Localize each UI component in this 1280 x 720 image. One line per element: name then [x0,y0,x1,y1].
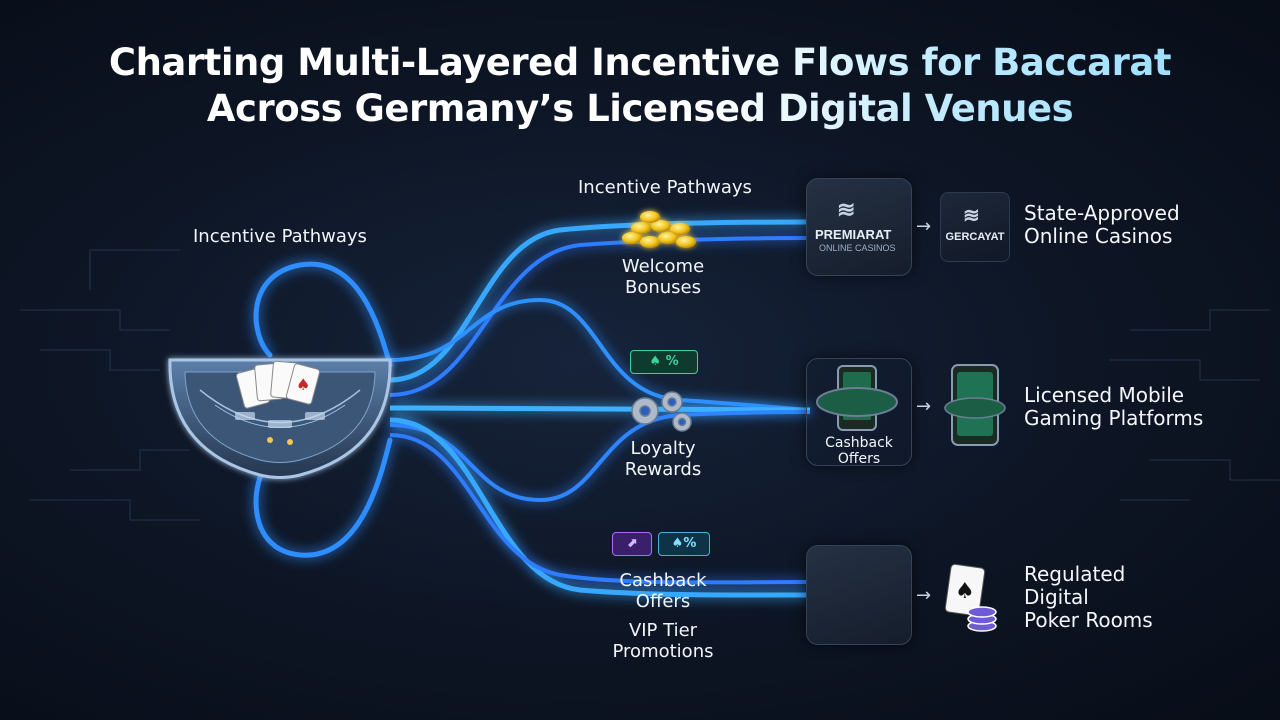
flow-path-cross-down [389,297,811,412]
diagram-title: Charting Multi-Layered Incentive Flows f… [0,40,1280,132]
cashback-offers-label: Cashback Offers [619,570,707,612]
mobile-tablet-icon [816,365,898,431]
arrow-up-icon: ⬈ [626,536,638,551]
gercayat-brand: GERCAYAT [945,231,1005,243]
pathways-header: Incentive Pathways [578,177,752,198]
poker-room-card [806,545,912,645]
flow-path-to-loyalty [389,405,811,413]
poker-chips-icon: ♠ [944,563,997,632]
premiarat-brand: PREMIARAT [815,227,892,242]
flow-path-to-cashback [389,417,811,598]
upgrade-badge: ⬈ [612,532,652,556]
flow-lines [253,219,811,598]
percent-badge-text: % [665,354,679,369]
destination-mobile-platforms: Licensed Mobile Gaming Platforms [1024,383,1204,430]
playing-cards-icon: ♠ [235,360,321,409]
flow-path-lower-loop [253,437,393,558]
cashback-badge: ♠% [658,532,710,556]
arrow-mobile: → [916,396,932,417]
gercayat-logo-card: ≋ GERCAYAT [940,192,1010,262]
loyalty-badge: ♠ % [630,350,698,374]
arrow-casinos: → [916,216,932,237]
flow-path-cross-up [389,410,811,503]
gercayat-logo-icon: ≋ [963,205,980,227]
circuit-decoration-right [1110,309,1280,501]
circuit-decoration-left [20,249,200,521]
percent-badge-text-2: % [683,536,697,551]
flow-path-to-welcome-2 [389,236,811,397]
gold-coins-icon [622,211,696,248]
title-line-2: Across Germany’s Licensed Digital Venues [0,86,1280,132]
svg-text:♠: ♠ [296,375,310,394]
svg-text:♠: ♠ [955,579,975,604]
mobile-phone-icon [944,364,1006,446]
loyalty-rewards-label: Loyalty Rewards [624,438,702,480]
arrow-poker: → [916,585,932,606]
title-line-1: Charting Multi-Layered Incentive Flows f… [0,40,1280,86]
destination-poker-rooms: Regulated Digital Poker Rooms [1024,562,1153,632]
mobile-platform-card: Cashback Offers [806,358,912,467]
premiarat-sub: ONLINE CASINOS [819,243,896,253]
spade-icon-2: ♠ [671,536,684,551]
premiarat-casino-card: ≋ PREMIARAT ONLINE CASINOS [806,178,912,276]
flow-path-to-cashback-2 [389,433,811,585]
mobile-card-cashback-label: Cashback Offers [825,435,893,467]
flow-path-upper-loop [253,261,393,368]
premiarat-logo-icon: ≋ [837,197,856,222]
baccarat-table [168,358,392,479]
vip-tier-promotions-label: VIP Tier Promotions [612,620,714,662]
destination-online-casinos: State-Approved Online Casinos [1024,201,1180,248]
welcome-bonuses-label: Welcome Bonuses [621,256,705,298]
flow-path-to-welcome [389,219,811,383]
source-label: Incentive Pathways [193,226,367,247]
spade-icon: ♠ [649,354,666,369]
gears-icon [631,391,692,432]
